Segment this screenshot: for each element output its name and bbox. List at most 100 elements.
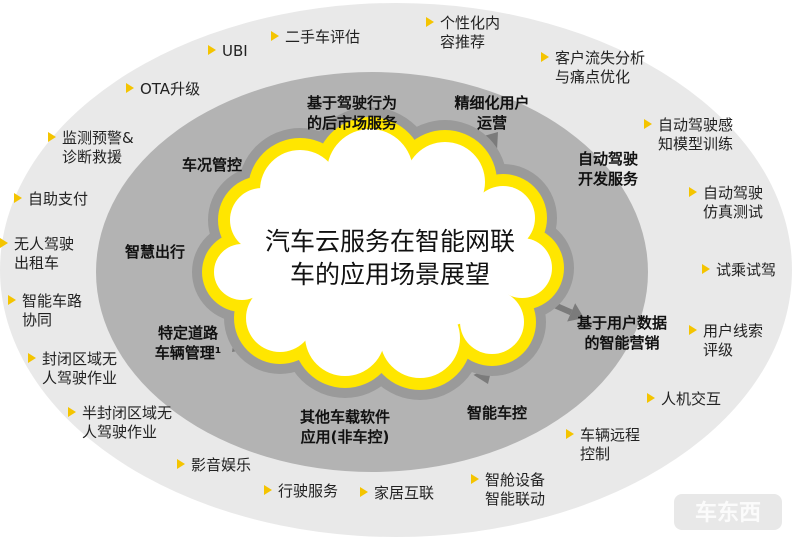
center-title-line-1: 汽车云服务在智能网联 [265,227,515,256]
outer-item-text: 自助支付 [28,190,88,208]
outer-item-line: 人机交互 [661,390,721,408]
inner-item-line: 自动驾驶 [578,150,638,168]
bullet-icon [426,17,434,27]
outer-item-text: 试乘试驾 [716,261,776,279]
outer-item-text: 自动驾驶感知模型训练 [658,116,733,153]
outer-item-line: 用户线索 [703,322,763,340]
outer-item-text: 封闭区域无人驾驶作业 [42,350,117,387]
outer-item-text: 家居互联 [374,484,434,502]
outer-item-line: OTA升级 [140,80,200,98]
outer-item-text: 半封闭区域无人驾驶作业 [82,404,172,441]
outer-item-4: 自动驾驶感知模型训练 [644,116,733,153]
outer-item-18: 自助支付 [14,190,88,208]
outer-item-14: 半封闭区域无人驾驶作业 [68,404,172,441]
bullet-icon [271,31,279,41]
outer-item-text: 客户流失分析与痛点优化 [555,49,645,86]
bullet-icon [689,325,697,335]
outer-item-line: 行驶服务 [278,482,338,500]
center-cloud [192,107,574,400]
outer-item-line: 个性化内 [440,14,500,32]
outer-item-text: 智能车路协同 [22,292,82,329]
outer-item-line: 自动驾驶感 [658,116,733,134]
bullet-icon [126,83,134,93]
inner-item-8: 智慧出行 [125,243,185,261]
inner-item-line: 的后市场服务 [307,114,398,132]
inner-label-group: 基于驾驶行为的后市场服务精细化用户运营自动驾驶开发服务基于用户数据的智能营销智能… [125,94,667,446]
bullet-icon [68,407,76,417]
inner-item-line: 车况管控 [182,156,242,174]
outer-item-line: 无人驾驶 [14,235,74,253]
outer-item-line: 智能联动 [485,490,545,508]
bullet-icon [647,393,655,403]
center-title-line-2: 车的应用场景展望 [290,260,490,289]
outer-item-1: 二手车评估 [271,28,360,46]
outer-item-10: 智舱设备智能联动 [471,471,545,508]
outer-item-3: 客户流失分析与痛点优化 [541,49,645,86]
outer-item-9: 车辆远程控制 [566,426,640,463]
outer-item-line: 人驾驶作业 [42,369,117,387]
outer-item-line: 智舱设备 [485,471,545,489]
outer-item-line: 自动驾驶 [703,184,763,202]
inner-item-line: 车辆管理¹ [155,344,222,362]
watermark: 车东西 [674,494,782,530]
inner-item-9: 车况管控 [182,156,242,174]
outer-item-line: 与痛点优化 [555,68,630,86]
outer-item-line: 控制 [580,445,610,463]
outer-item-line: 出租车 [14,254,59,272]
outer-item-11: 家居互联 [360,484,434,502]
outer-item-8: 人机交互 [647,390,721,408]
outer-item-line: 客户流失分析 [555,49,645,67]
inner-item-line: 其他车载软件 [300,408,390,426]
inner-item-line: 精细化用户 [454,94,529,112]
bullet-icon [14,193,22,203]
outer-item-20: OTA升级 [126,80,200,98]
outer-item-text: 行驶服务 [278,482,338,500]
inner-item-line: 智能车控 [467,404,527,422]
bullet-icon [0,238,8,248]
inner-item-line: 运营 [477,114,507,132]
inner-item-2: 精细化用户运营 [454,94,529,132]
outer-item-19: 监测预警&诊断救援 [48,129,134,166]
outer-item-line: 知模型训练 [658,135,733,153]
outer-item-line: 影音娱乐 [191,456,251,474]
outer-item-text: 影音娱乐 [191,456,251,474]
inner-item-line: 开发服务 [578,170,639,188]
outer-item-17: 无人驾驶出租车 [0,235,74,272]
inner-item-line: 的智能营销 [584,334,659,352]
bullet-icon [471,474,479,484]
bullet-icon [702,264,710,274]
outer-item-text: 自动驾驶仿真测试 [703,184,763,221]
outer-item-7: 用户线索评级 [689,322,763,359]
outer-item-6: 试乘试驾 [702,261,776,279]
outer-item-text: 无人驾驶出租车 [14,235,74,272]
outer-item-2: 个性化内容推荐 [426,14,500,51]
outer-item-12: 行驶服务 [264,482,338,500]
outer-item-text: 人机交互 [661,390,721,408]
outer-item-text: UBI [222,42,248,60]
outer-item-text: 用户线索评级 [703,322,763,359]
outer-item-text: 智舱设备智能联动 [485,471,545,508]
outer-item-line: 人驾驶作业 [82,423,157,441]
inner-item-line: 智慧出行 [125,243,185,261]
outer-item-line: UBI [222,42,248,60]
bullet-icon [360,487,368,497]
inner-item-line: 特定道路 [158,324,219,342]
bullet-icon [8,295,16,305]
inner-item-5: 智能车控 [467,404,527,422]
outer-item-line: 智能车路 [22,292,82,310]
outer-item-line: 试乘试驾 [716,261,776,279]
inner-item-line: 基于驾驶行为 [306,94,397,112]
inner-item-1: 基于驾驶行为的后市场服务 [306,94,398,132]
outer-item-line: 容推荐 [440,33,485,51]
outer-item-15: 封闭区域无人驾驶作业 [28,350,117,387]
outer-item-line: 仿真测试 [703,203,763,221]
outer-item-line: 家居互联 [374,484,434,502]
outer-item-line: 监测预警& [62,129,134,147]
outer-item-line: 二手车评估 [285,28,360,46]
bullet-icon [644,119,652,129]
outer-label-group: 二手车评估个性化内容推荐客户流失分析与痛点优化自动驾驶感知模型训练自动驾驶仿真测… [0,14,776,508]
bullet-icon [264,485,272,495]
inner-item-6: 其他车载软件应用(非车控) [300,408,390,446]
outer-item-21: UBI [208,42,248,60]
